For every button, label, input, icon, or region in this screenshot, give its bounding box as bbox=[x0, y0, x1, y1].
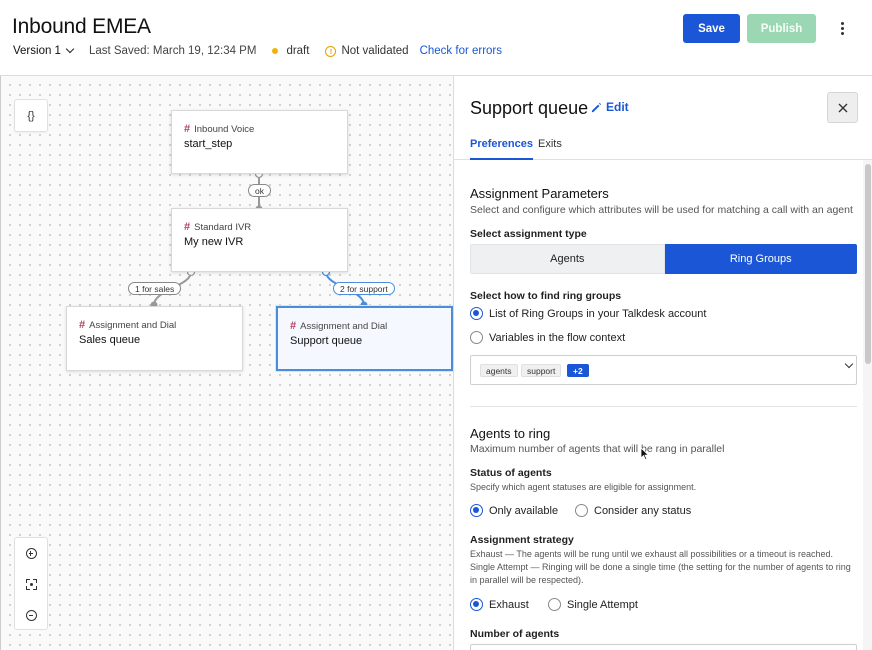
flow-canvas[interactable]: {} #Inbound Voice start_step ok #Standar… bbox=[0, 76, 453, 650]
edge-label-sales: 1 for sales bbox=[128, 282, 182, 295]
radio-selected-icon bbox=[470, 598, 483, 611]
node-name: start_step bbox=[184, 138, 233, 150]
zoom-in-button[interactable] bbox=[15, 538, 47, 569]
chip-more-count: +2 bbox=[567, 364, 589, 377]
flow-node-support-queue[interactable]: #Assignment and Dial Support queue bbox=[276, 306, 453, 371]
node-type: Inbound Voice bbox=[194, 124, 255, 135]
more-options-icon[interactable] bbox=[835, 18, 849, 38]
node-name: My new IVR bbox=[184, 236, 244, 248]
tab-exits[interactable]: Exits bbox=[538, 138, 562, 150]
assignment-type-toggle: Agents Ring Groups bbox=[470, 244, 857, 274]
option-agents[interactable]: Agents bbox=[470, 244, 665, 274]
edge-label-support: 2 for support bbox=[333, 282, 395, 295]
radio-label: Exhaust bbox=[489, 598, 529, 611]
assignment-section-subtitle: Select and configure which attributes wi… bbox=[470, 204, 853, 216]
radio-unselected-icon bbox=[575, 504, 588, 517]
panel-title: Support queue bbox=[470, 98, 589, 118]
node-name: Sales queue bbox=[79, 334, 141, 346]
chip-agents: agents bbox=[480, 364, 518, 377]
close-panel-button[interactable] bbox=[827, 92, 858, 123]
chevron-down-icon bbox=[844, 359, 854, 369]
version-label: Version 1 bbox=[13, 45, 61, 57]
close-icon bbox=[838, 103, 847, 112]
strategy-help-single-b: in parallel will be respected). bbox=[470, 575, 584, 585]
flow-meta: Version 1 Last Saved: March 19, 12:34 PM… bbox=[13, 44, 502, 58]
strategy-help-exhaust: Exhaust — The agents will be rung until … bbox=[470, 549, 834, 559]
panel-scrollbar[interactable] bbox=[863, 160, 872, 650]
radio-label: Only available bbox=[489, 504, 559, 517]
mouse-cursor-icon bbox=[640, 447, 650, 461]
number-of-agents-input[interactable] bbox=[470, 644, 857, 650]
flow-node-inbound-voice[interactable]: #Inbound Voice start_step bbox=[171, 110, 348, 174]
tab-preferences[interactable]: Preferences bbox=[470, 138, 533, 160]
radio-unselected-icon bbox=[470, 331, 483, 344]
assignment-strategy-label: Assignment strategy bbox=[470, 534, 574, 546]
warning-info-icon: ! bbox=[325, 45, 337, 57]
radio-label: Variables in the flow context bbox=[489, 331, 626, 344]
edit-button[interactable]: Edit bbox=[591, 100, 629, 114]
agents-section-title: Agents to ring bbox=[470, 426, 551, 441]
node-name: Support queue bbox=[290, 335, 363, 347]
scrollbar-thumb[interactable] bbox=[865, 164, 871, 364]
radio-any-status[interactable]: Consider any status bbox=[575, 504, 691, 517]
agents-section-subtitle: Maximum number of agents that will be ra… bbox=[470, 443, 725, 455]
radio-label: Single Attempt bbox=[567, 598, 638, 611]
flow-node-sales-queue[interactable]: #Assignment and Dial Sales queue bbox=[66, 306, 243, 371]
pencil-icon bbox=[591, 102, 602, 112]
validation-status: Not validated bbox=[341, 45, 409, 57]
zoom-out-button[interactable] bbox=[15, 600, 47, 631]
radio-single-attempt[interactable]: Single Attempt bbox=[548, 598, 638, 611]
option-ring-groups[interactable]: Ring Groups bbox=[664, 244, 857, 274]
radio-variables-flow[interactable]: Variables in the flow context bbox=[470, 331, 625, 344]
variables-button[interactable]: {} bbox=[14, 99, 48, 132]
number-of-agents-label: Number of agents bbox=[470, 628, 560, 640]
top-bar: Inbound EMEA Version 1 Last Saved: March… bbox=[0, 0, 872, 76]
strategy-help-text: Exhaust — The agents will be rung until … bbox=[470, 548, 860, 587]
node-type: Assignment and Dial bbox=[89, 320, 177, 331]
edge-label-ok: ok bbox=[248, 184, 271, 197]
radio-unselected-icon bbox=[548, 598, 561, 611]
hash-icon: # bbox=[184, 221, 191, 233]
chevron-down-icon bbox=[65, 44, 75, 54]
status-of-agents-label: Status of agents bbox=[470, 467, 552, 479]
flow-node-standard-ivr[interactable]: #Standard IVR My new IVR bbox=[171, 208, 348, 272]
draft-status: draft bbox=[286, 45, 310, 57]
node-type: Standard IVR bbox=[194, 222, 252, 233]
strategy-help-single-a: Single Attempt — Ringing will be done a … bbox=[470, 562, 851, 572]
hash-icon: # bbox=[79, 319, 86, 331]
section-divider bbox=[470, 406, 857, 407]
publish-button[interactable]: Publish bbox=[747, 14, 816, 43]
edit-label: Edit bbox=[606, 100, 629, 114]
node-type: Assignment and Dial bbox=[300, 321, 388, 332]
radio-selected-icon bbox=[470, 504, 483, 517]
version-dropdown[interactable]: Version 1 bbox=[13, 44, 75, 57]
panel-content: Assignment Parameters Select and configu… bbox=[470, 160, 857, 650]
hash-icon: # bbox=[290, 320, 297, 332]
fit-to-screen-button[interactable] bbox=[15, 569, 47, 600]
zoom-out-icon bbox=[25, 610, 37, 621]
hash-icon: # bbox=[184, 123, 191, 135]
last-saved: Last Saved: March 19, 12:34 PM bbox=[88, 45, 257, 57]
status-help-text: Specify which agent statuses are eligibl… bbox=[470, 482, 697, 492]
find-ring-groups-label: Select how to find ring groups bbox=[470, 290, 622, 302]
zoom-controls bbox=[14, 537, 48, 630]
assignment-type-label: Select assignment type bbox=[470, 228, 587, 240]
properties-panel: Support queue Edit Preferences Exits Ass… bbox=[453, 76, 872, 650]
check-errors-link[interactable]: Check for errors bbox=[419, 45, 503, 57]
panel-tabs: Preferences Exits bbox=[454, 136, 872, 160]
zoom-in-icon bbox=[25, 548, 37, 559]
radio-only-available[interactable]: Only available bbox=[470, 504, 558, 517]
save-button[interactable]: Save bbox=[683, 14, 740, 43]
ring-groups-select[interactable]: agents support +2 bbox=[470, 355, 857, 385]
radio-selected-icon bbox=[470, 307, 483, 320]
radio-list-ring-groups[interactable]: List of Ring Groups in your Talkdesk acc… bbox=[470, 307, 706, 320]
radio-label: Consider any status bbox=[594, 504, 692, 517]
assignment-section-title: Assignment Parameters bbox=[470, 186, 609, 201]
radio-label: List of Ring Groups in your Talkdesk acc… bbox=[489, 307, 707, 320]
draft-status-dot-icon bbox=[272, 48, 279, 54]
flow-title: Inbound EMEA bbox=[12, 15, 151, 38]
chip-support: support bbox=[521, 364, 562, 377]
fit-screen-icon bbox=[25, 579, 37, 590]
radio-exhaust[interactable]: Exhaust bbox=[470, 598, 529, 611]
